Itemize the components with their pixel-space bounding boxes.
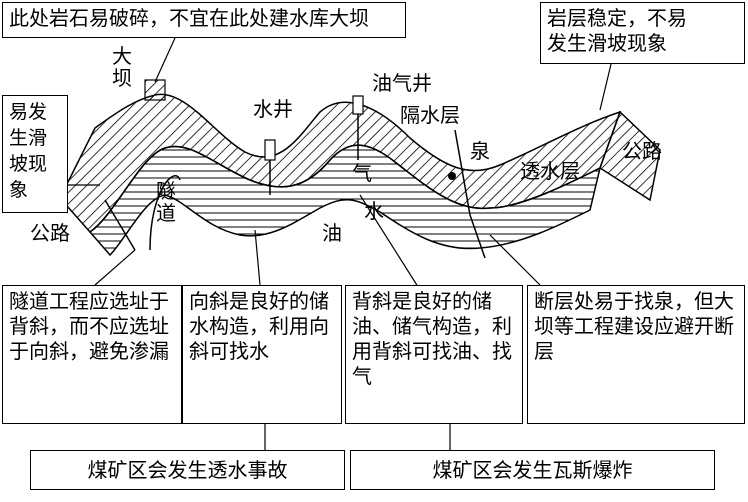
bottom-right-box: 煤矿区会发生瓦斯爆炸 xyxy=(350,450,715,490)
oil-label: 油 xyxy=(322,222,342,244)
left-side-callout: 易发 生滑 坡现 象 xyxy=(2,95,68,213)
road-left-label: 公路 xyxy=(30,222,70,244)
top-left-callout: 此处岩石易破碎，不宜在此处建水库大坝 xyxy=(2,2,406,38)
explanation-box-2: 向斜是良好的储水构造，利用向斜可找水 xyxy=(182,285,342,424)
road-right-label: 公路 xyxy=(622,140,662,162)
gas-label: 气 xyxy=(352,162,372,184)
tunnel-label: 隧 道 xyxy=(156,180,176,224)
spring-label: 泉 xyxy=(470,140,490,162)
spring-icon xyxy=(448,172,456,180)
oil-gas-well-label: 油气井 xyxy=(372,72,432,94)
explanation-box-4: 断层处易于找泉，但大坝等工程建设应避开断层 xyxy=(527,285,745,424)
oil-gas-well-icon xyxy=(353,96,363,114)
explanation-box-1: 隧道工程应选址于背斜，而不应选址于向斜，避免渗漏 xyxy=(2,285,182,424)
aquiclude-label: 隔水层 xyxy=(400,104,460,126)
water-label: 水 xyxy=(364,200,384,222)
water-well-label: 水井 xyxy=(253,98,293,120)
explanation-box-3: 背斜是良好的储油、储气构造，利用背斜可找油、找气 xyxy=(345,285,523,424)
aquifer-label: 透水层 xyxy=(520,160,580,182)
top-right-callout: 岩层稳定，不易 发生滑坡现象 xyxy=(540,2,745,64)
water-well-icon xyxy=(265,140,275,160)
dam-label: 大 坝 xyxy=(112,45,132,89)
bottom-left-box: 煤矿区会发生透水事故 xyxy=(30,450,345,490)
dam-icon xyxy=(145,80,165,100)
